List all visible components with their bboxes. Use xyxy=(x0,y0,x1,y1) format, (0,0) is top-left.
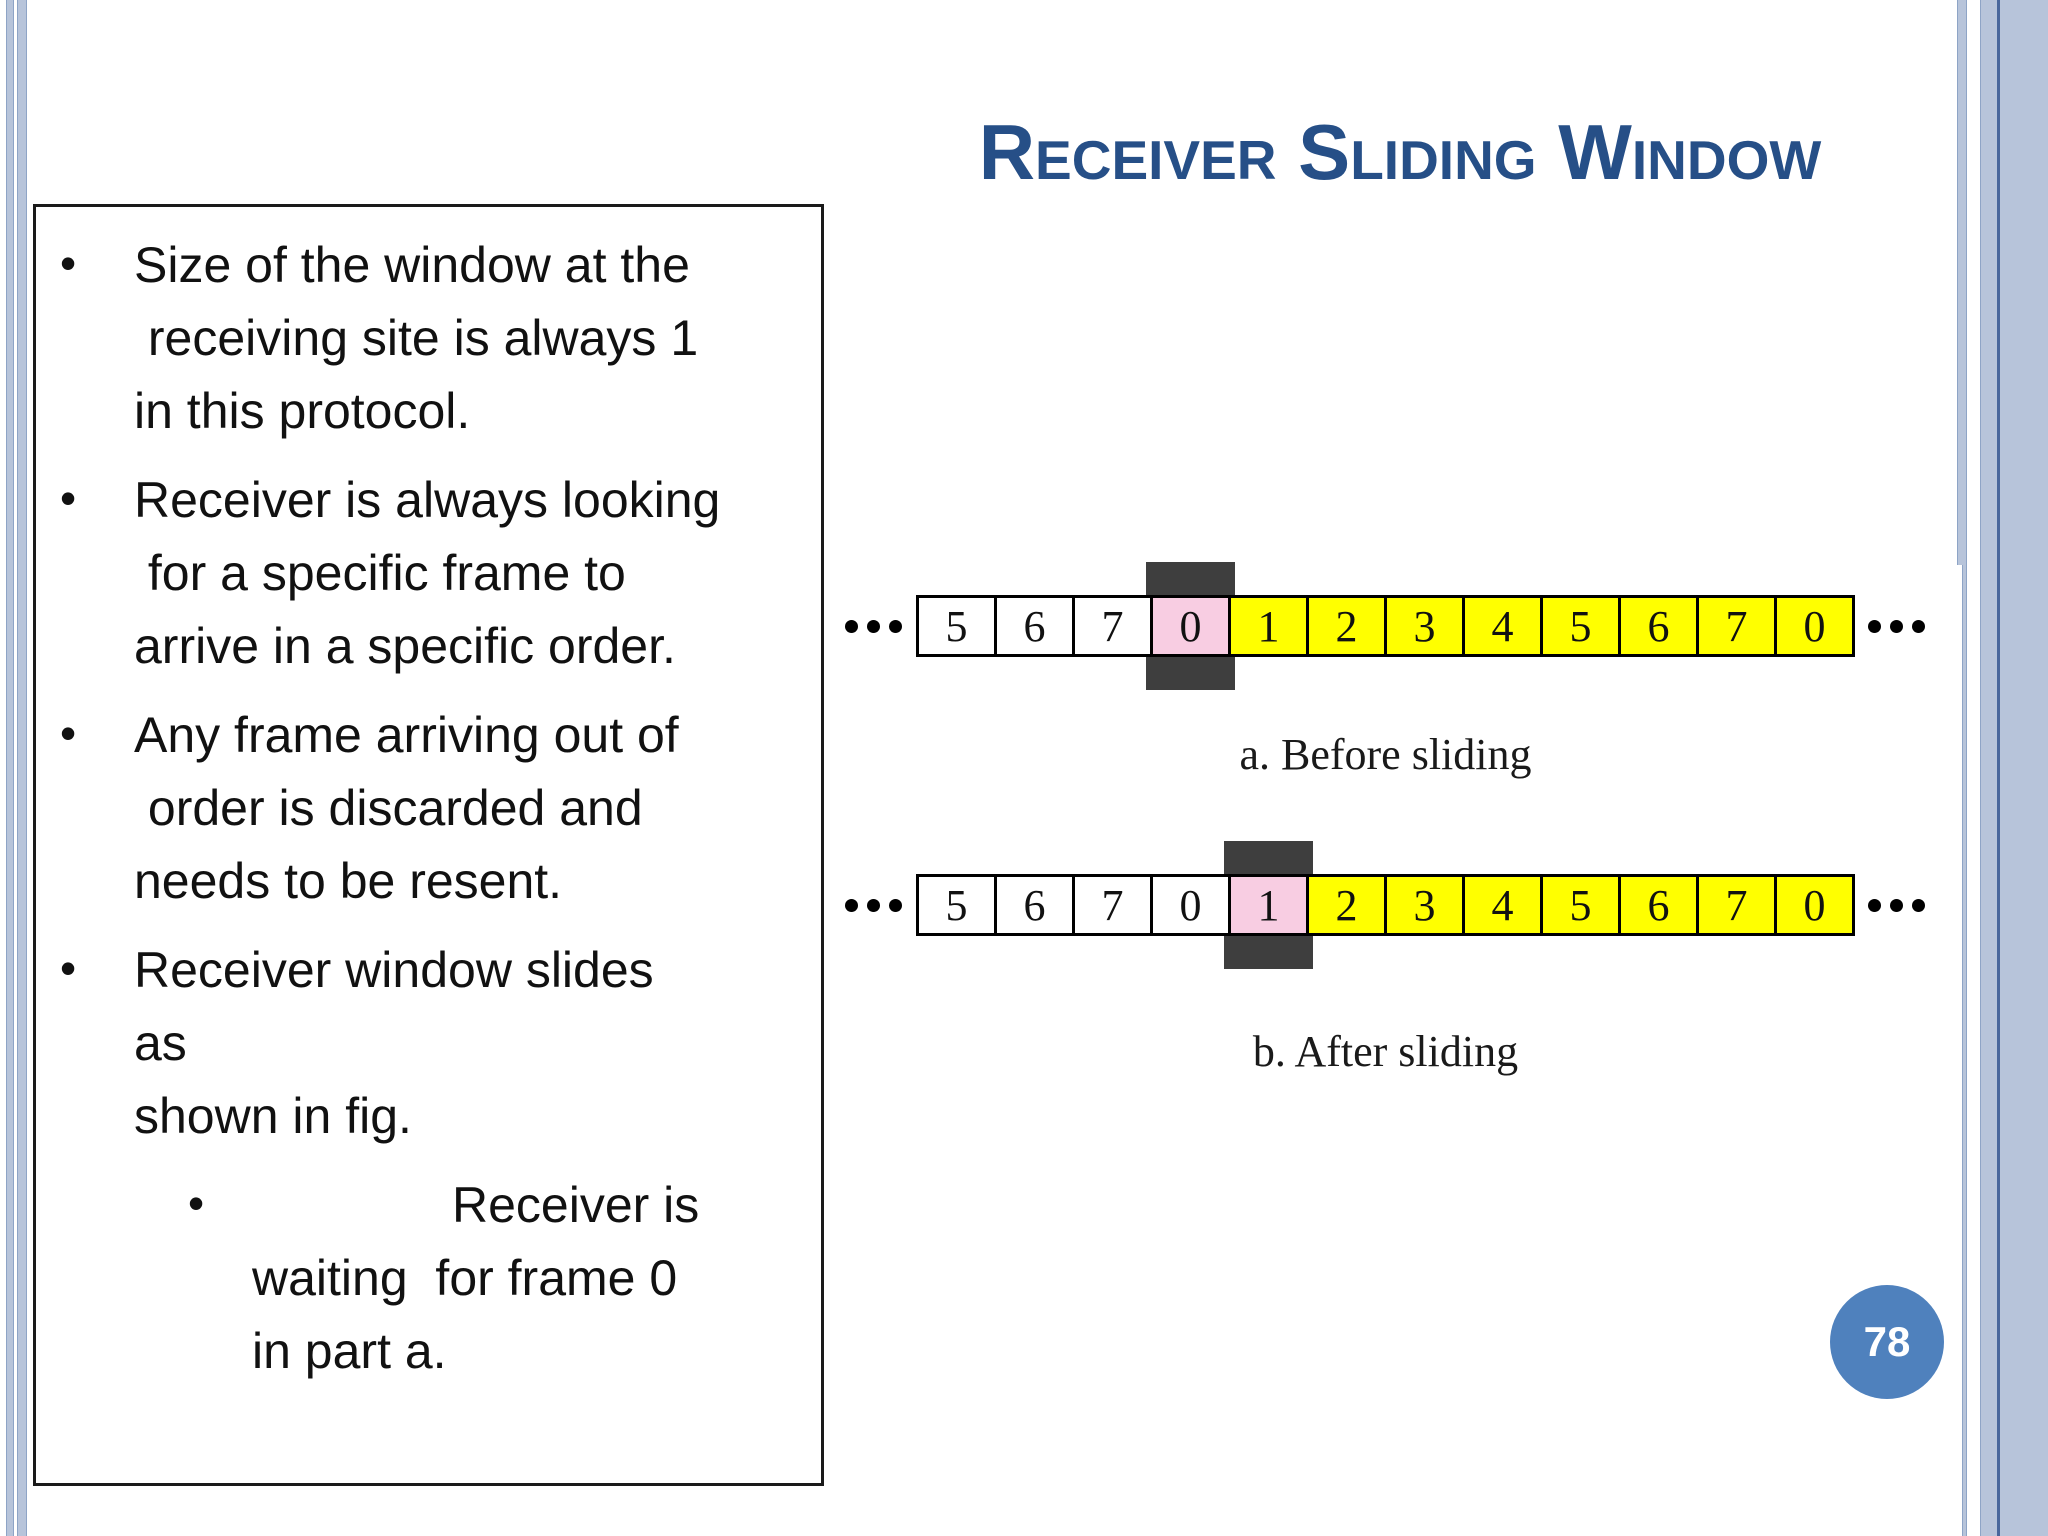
frame-strip: 5 6 7 0 1 2 3 4 5 6 7 0 xyxy=(845,841,1975,969)
left-edge-bar-outer xyxy=(6,0,14,1536)
frame-cell: 6 xyxy=(1618,874,1699,936)
frame-cell: 6 xyxy=(994,595,1075,657)
frame-cell: 5 xyxy=(1540,595,1621,657)
window-marker-top xyxy=(1146,562,1235,595)
frame-number: 7 xyxy=(1101,601,1124,651)
frame-strip: 5 6 7 0 1 2 3 4 5 6 7 0 xyxy=(845,562,1975,690)
frame-number: 6 xyxy=(1647,601,1670,651)
frame-number: 7 xyxy=(1725,880,1748,930)
bullet-list: Size of the window at the receiving site… xyxy=(56,227,807,1388)
frame-number: 5 xyxy=(1569,880,1592,930)
bullet-item: Any frame arriving out of order is disca… xyxy=(56,697,807,918)
window-marker-bottom xyxy=(1224,936,1313,969)
bullet-item: Receiver window slides as shown in fig. xyxy=(56,932,807,1153)
frame-number: 0 xyxy=(1179,601,1202,651)
frame-cell: 4 xyxy=(1462,874,1543,936)
slide-title: Receiver Sliding Window xyxy=(978,108,1822,196)
frame-cell: 6 xyxy=(1618,595,1699,657)
frame-number: 1 xyxy=(1257,880,1280,930)
frame-number: 0 xyxy=(1179,880,1202,930)
frame-cell: 0 xyxy=(1774,595,1855,657)
diagram-before-sliding: 5 6 7 0 1 2 3 4 5 6 7 0 a. Before sliding xyxy=(845,562,1975,780)
ellipsis-left-icon xyxy=(845,619,902,633)
window-frame-cell: 0 xyxy=(1146,562,1235,690)
frame-number: 6 xyxy=(1647,880,1670,930)
page-number-badge: 78 xyxy=(1830,1285,1944,1399)
frame-cell: 6 xyxy=(994,874,1075,936)
frame-cell: 5 xyxy=(916,874,997,936)
frame-cell: 7 xyxy=(1072,595,1153,657)
ellipsis-right-icon xyxy=(1868,619,1925,633)
frame-number: 2 xyxy=(1335,880,1358,930)
frame-cell: 5 xyxy=(1540,874,1621,936)
right-edge-panel-line xyxy=(1997,0,2000,1536)
frame-cell: 5 xyxy=(916,595,997,657)
window-marker-bottom xyxy=(1146,657,1235,690)
frame-number: 7 xyxy=(1725,601,1748,651)
frame-cell: 2 xyxy=(1306,874,1387,936)
frame-cell: 0 xyxy=(1774,874,1855,936)
notes-box: Size of the window at the receiving site… xyxy=(33,204,824,1486)
right-edge-bar-bottom xyxy=(1962,565,1967,1536)
diagram-after-sliding: 5 6 7 0 1 2 3 4 5 6 7 0 b. After sliding xyxy=(845,841,1975,1077)
frame-cell: 3 xyxy=(1384,874,1465,936)
frame-cell: 0 xyxy=(1150,874,1231,936)
frame-number: 2 xyxy=(1335,601,1358,651)
frame-cell: 2 xyxy=(1306,595,1387,657)
frame-number: 0 xyxy=(1803,880,1826,930)
frame-number: 6 xyxy=(1023,880,1046,930)
bullet-item: Size of the window at the receiving site… xyxy=(56,227,807,448)
frame-cell: 7 xyxy=(1696,874,1777,936)
left-edge-bar-inner xyxy=(17,0,27,1536)
window-marker-top xyxy=(1224,841,1313,874)
frame-number: 6 xyxy=(1023,601,1046,651)
diagram-caption: a. Before sliding xyxy=(1239,730,1532,779)
frame-number: 1 xyxy=(1257,601,1280,651)
sub-bullet-item: Receiver is waiting for frame 0 in part … xyxy=(188,1167,807,1388)
diagram-caption: b. After sliding xyxy=(1252,1027,1519,1076)
frame-cell: 1 xyxy=(1228,595,1309,657)
frame-cell: 7 xyxy=(1072,874,1153,936)
right-edge-bar-top xyxy=(1957,0,1967,565)
frame-cell: 4 xyxy=(1462,595,1543,657)
frame-number: 3 xyxy=(1413,601,1436,651)
ellipsis-right-icon xyxy=(1868,898,1925,912)
frame-number: 5 xyxy=(1569,601,1592,651)
frame-cell: 3 xyxy=(1384,595,1465,657)
right-edge-panel xyxy=(1980,0,2048,1536)
frame-number: 5 xyxy=(945,880,968,930)
bullet-item: Receiver is always looking for a specifi… xyxy=(56,462,807,683)
frame-cells-row: 5 6 7 0 1 2 3 4 5 6 7 0 xyxy=(916,841,1855,969)
frame-number: 7 xyxy=(1101,880,1124,930)
window-frame-cell: 1 xyxy=(1224,841,1313,969)
frame-number: 5 xyxy=(945,601,968,651)
frame-number: 4 xyxy=(1491,880,1514,930)
frame-number: 4 xyxy=(1491,601,1514,651)
ellipsis-left-icon xyxy=(845,898,902,912)
frame-cell: 7 xyxy=(1696,595,1777,657)
frame-number: 3 xyxy=(1413,880,1436,930)
frame-cells-row: 5 6 7 0 1 2 3 4 5 6 7 0 xyxy=(916,562,1855,690)
frame-number: 0 xyxy=(1803,601,1826,651)
